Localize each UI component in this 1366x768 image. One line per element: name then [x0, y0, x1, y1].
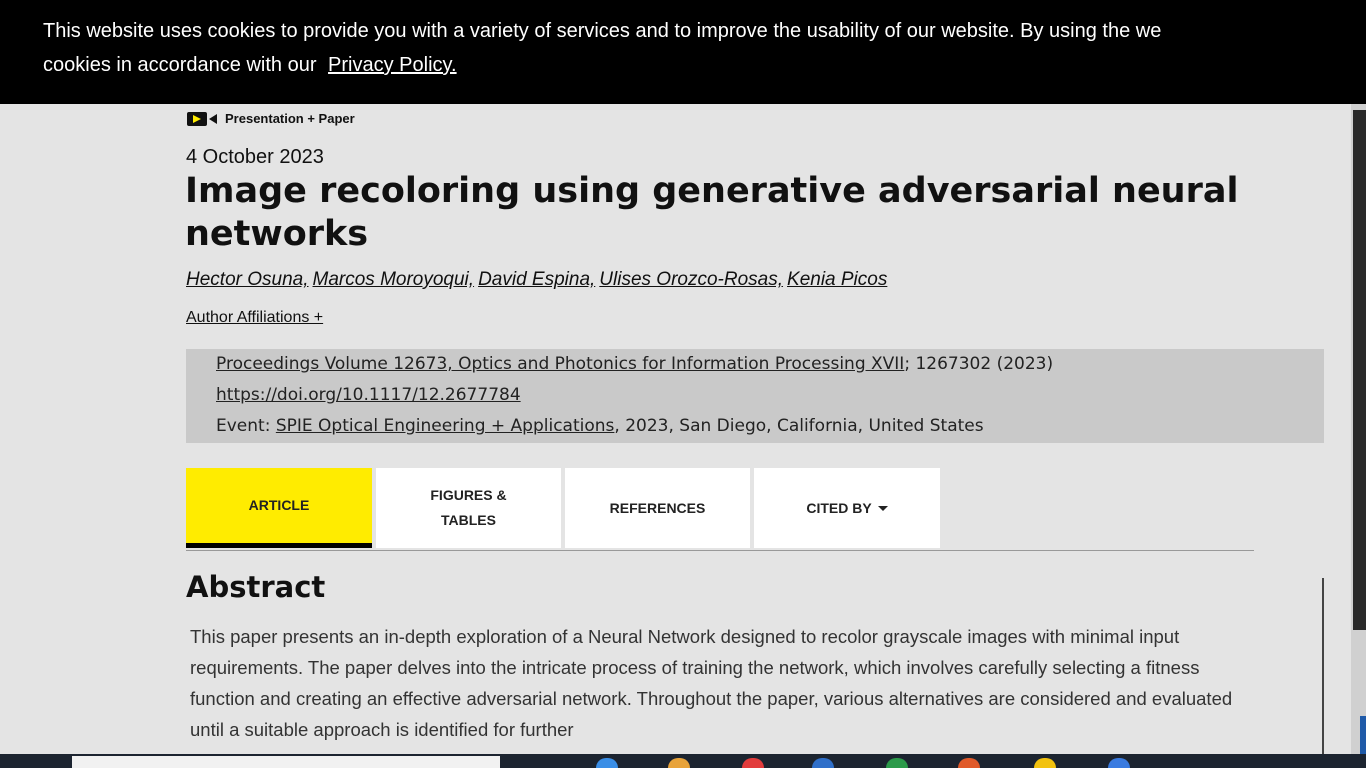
proceedings-volume-line: Proceedings Volume 12673, Optics and Pho… [216, 354, 1053, 374]
author-affiliations-toggle[interactable]: Author Affiliations + [186, 309, 324, 326]
abstract-body: This paper presents an in-depth explorat… [190, 626, 1233, 740]
taskbar-app-icon[interactable] [1034, 758, 1056, 768]
paper-title: Image recoloring using generative advers… [185, 171, 1239, 254]
cookie-line-2-text: cookies in accordance with our [43, 54, 317, 76]
event-link[interactable]: SPIE Optical Engineering + Applications [275, 416, 615, 436]
tab-article[interactable]: ARTICLE [186, 468, 372, 548]
content-divider [1322, 578, 1324, 754]
author-link[interactable]: Kenia Picos [787, 269, 888, 290]
author-list: Hector Osuna, Marcos Moroyoqui, David Es… [186, 269, 887, 291]
tab-figures-line-2: TABLES [441, 512, 496, 528]
caret-down-icon [877, 505, 888, 511]
tab-article-label: ARTICLE [248, 497, 310, 513]
abstract-heading: Abstract [186, 570, 326, 604]
os-taskbar [0, 754, 1366, 768]
tab-figures-line-1: FIGURES & [430, 487, 507, 503]
taskbar-app-icon[interactable] [596, 758, 618, 768]
author-link[interactable]: Hector Osuna, [186, 269, 309, 290]
tab-figures-tables[interactable]: FIGURES & TABLES [376, 468, 561, 548]
scrollbar-thumb[interactable] [1353, 110, 1366, 630]
taskbar-app-icon[interactable] [742, 758, 764, 768]
tab-cited-by[interactable]: CITED BY [754, 468, 940, 548]
taskbar-app-icon[interactable] [812, 758, 834, 768]
proceedings-info: Proceedings Volume 12673, Optics and Pho… [186, 349, 1324, 443]
cookie-line-2: cookies in accordance with our Privacy P… [43, 48, 1366, 82]
privacy-policy-link[interactable]: Privacy Policy. [328, 54, 457, 76]
tab-cited-by-label: CITED BY [806, 499, 872, 516]
article-tabs: ARTICLE FIGURES & TABLES REFERENCES CITE… [186, 468, 1254, 551]
event-prefix: Event: [216, 416, 276, 436]
taskbar-search-box[interactable] [72, 756, 500, 768]
event-suffix: , 2023, San Diego, California, United St… [614, 416, 984, 436]
author-link[interactable]: David Espina, [478, 269, 596, 290]
tab-references-label: REFERENCES [609, 499, 706, 516]
proceedings-volume-suffix: ; 1267302 (2023) [904, 354, 1054, 374]
publication-date: 4 October 2023 [186, 146, 324, 168]
taskbar-app-icon[interactable] [886, 758, 908, 768]
media-type-label: Presentation + Paper [187, 111, 355, 126]
taskbar-app-icon[interactable] [668, 758, 690, 768]
taskbar-app-icon[interactable] [1108, 758, 1130, 768]
right-scrollbar[interactable] [1351, 104, 1366, 754]
doi-line: https://doi.org/10.1117/12.2677784 [216, 385, 521, 405]
proceedings-volume-link[interactable]: Proceedings Volume 12673, Optics and Pho… [216, 354, 905, 374]
cookie-message: This website uses cookies to provide you… [43, 14, 1366, 82]
side-widget[interactable] [1360, 716, 1366, 754]
tab-references[interactable]: REFERENCES [565, 468, 750, 548]
video-camera-icon [187, 111, 219, 126]
author-link[interactable]: Marcos Moroyoqui, [312, 269, 475, 290]
media-type-text: Presentation + Paper [225, 111, 355, 126]
taskbar-app-icon[interactable] [958, 758, 980, 768]
cookie-banner: This website uses cookies to provide you… [0, 0, 1366, 104]
doi-link[interactable]: https://doi.org/10.1117/12.2677784 [216, 385, 521, 405]
event-line: Event: SPIE Optical Engineering + Applic… [216, 416, 984, 436]
author-link[interactable]: Ulises Orozco-Rosas, [599, 269, 784, 290]
cookie-line-1: This website uses cookies to provide you… [43, 20, 1162, 42]
tab-figures-label: FIGURES & TABLES [430, 483, 506, 533]
